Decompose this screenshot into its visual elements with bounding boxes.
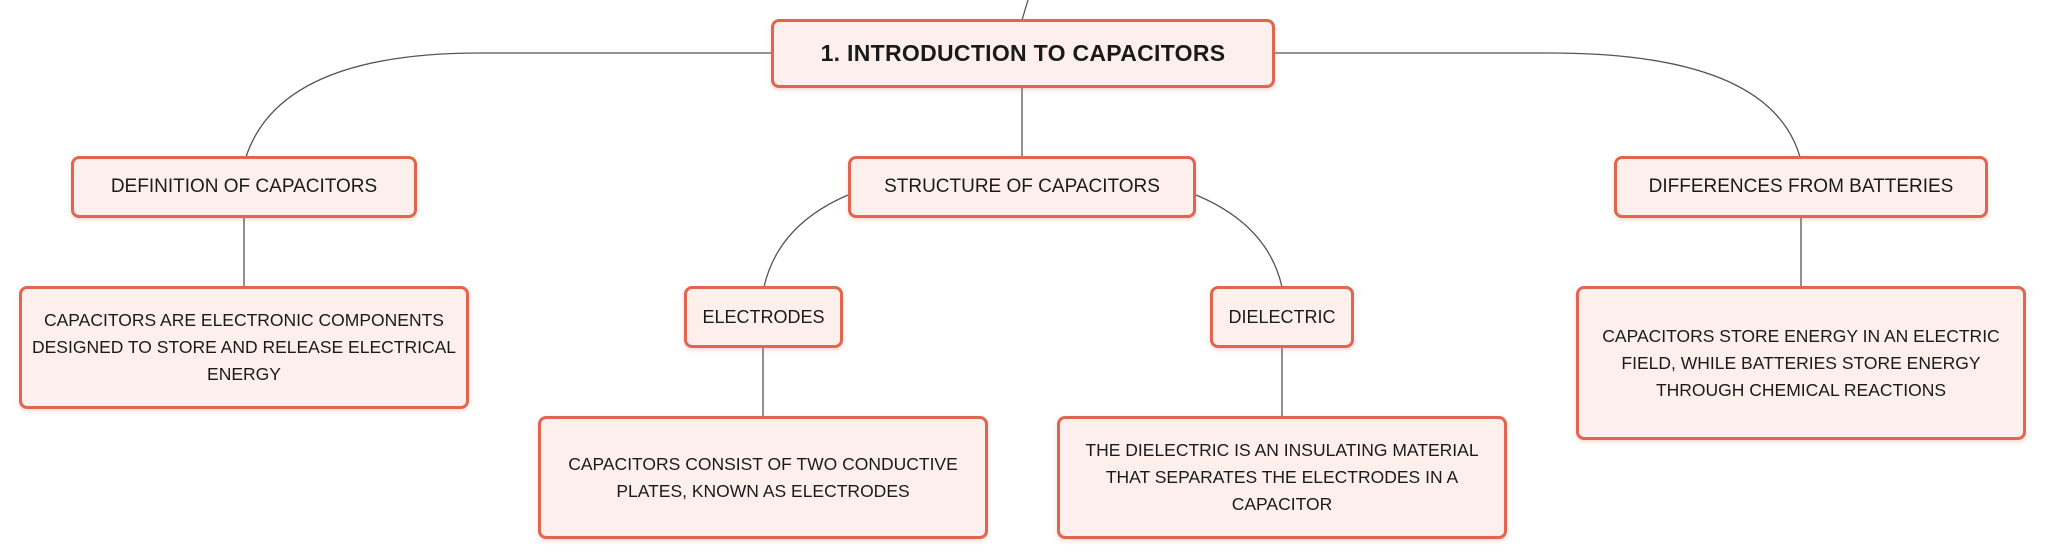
dielectric-detail-node[interactable]: THE DIELECTRIC IS AN INSULATING MATERIAL… bbox=[1057, 416, 1507, 539]
branch-structure-label: STRUCTURE OF CAPACITORS bbox=[884, 176, 1160, 197]
dielectric-detail-text: THE DIELECTRIC IS AN INSULATING MATERIAL… bbox=[1085, 440, 1479, 514]
electrodes-detail-node[interactable]: CAPACITORS CONSIST OF TWO CONDUCTIVE PLA… bbox=[538, 416, 988, 539]
definition-detail-node[interactable]: CAPACITORS ARE ELECTRONIC COMPONENTS DES… bbox=[19, 286, 469, 409]
connector-root-definition bbox=[245, 52, 772, 158]
electrodes-label: ELECTRODES bbox=[702, 306, 825, 327]
branch-definition-label: DEFINITION OF CAPACITORS bbox=[110, 176, 378, 197]
dielectric-node[interactable]: DIELECTRIC bbox=[1210, 286, 1354, 348]
root-label: 1. INTRODUCTION TO CAPACITORS bbox=[820, 40, 1226, 66]
connector-structure-dielectric bbox=[1195, 194, 1283, 288]
branch-definition-node[interactable]: DEFINITION OF CAPACITORS bbox=[71, 156, 417, 218]
connector-parent bbox=[1021, 0, 1029, 21]
root-node[interactable]: 1. INTRODUCTION TO CAPACITORS bbox=[771, 19, 1275, 88]
dielectric-label: DIELECTRIC bbox=[1228, 306, 1336, 327]
differences-detail-text: CAPACITORS STORE ENERGY IN AN ELECTRIC F… bbox=[1602, 325, 2000, 400]
connector-structure-electrodes bbox=[763, 194, 849, 288]
definition-detail-text: CAPACITORS ARE ELECTRONIC COMPONENTS DES… bbox=[31, 310, 457, 384]
branch-structure-node[interactable]: STRUCTURE OF CAPACITORS bbox=[848, 156, 1196, 218]
electrodes-node[interactable]: ELECTRODES bbox=[684, 286, 843, 348]
differences-detail-node[interactable]: CAPACITORS STORE ENERGY IN AN ELECTRIC F… bbox=[1576, 286, 2026, 440]
branch-differences-node[interactable]: DIFFERENCES FROM BATTERIES bbox=[1614, 156, 1988, 218]
electrodes-detail-text: CAPACITORS CONSIST OF TWO CONDUCTIVE PLA… bbox=[568, 453, 958, 501]
connector-root-differences bbox=[1274, 52, 1801, 158]
branch-differences-label: DIFFERENCES FROM BATTERIES bbox=[1648, 176, 1954, 197]
